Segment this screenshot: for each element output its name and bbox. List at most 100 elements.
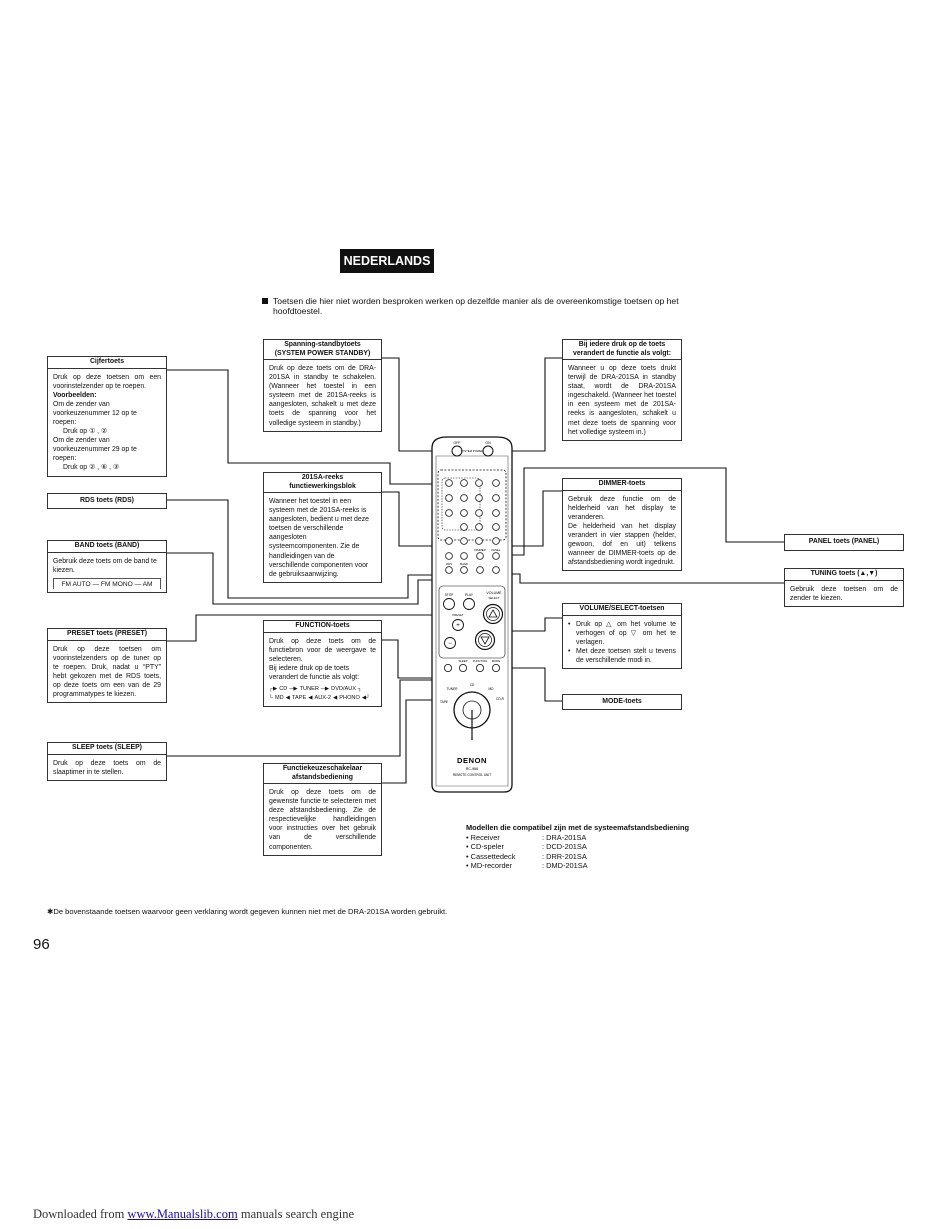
example-2-keys: ② , ⑥ , ③ <box>89 464 120 472</box>
chain-item: TAPE <box>291 694 307 701</box>
page-number: 96 <box>33 936 50 953</box>
svg-text:−: − <box>448 641 452 647</box>
volume-item-2: Met deze toetsen stelt u tevens de versc… <box>568 647 676 665</box>
chain-item: CD <box>279 685 288 692</box>
box-body: Gebruik deze toets om de band te kiezen. <box>53 557 157 574</box>
chain-item: TUNER <box>299 685 319 692</box>
language-tag: NEDERLANDS <box>340 249 434 273</box>
box-body: Wanneer u op deze toets drukt terwijl de… <box>568 365 676 436</box>
line-panel <box>498 467 784 556</box>
chain-item: PHONO <box>339 694 360 701</box>
box-title: PRESET toets (PRESET) <box>48 629 166 641</box>
svg-text:MD: MD <box>489 687 495 691</box>
box-body: Druk op deze toets om de gewenste functi… <box>269 789 376 851</box>
box-spanning-standbytoets: Spanning-standbytoets(SYSTEM POWER STAND… <box>263 339 382 432</box>
box-title: FUNCTION-toets <box>264 621 381 633</box>
box-title: TUNING toets (▲,▼) <box>785 569 903 581</box>
box-dimmer-toets: DIMMER-toets Gebruik deze functie om de … <box>562 478 682 572</box>
box-cijfertoets: Cijfertoets Druk op deze toetsen om een … <box>47 356 167 477</box>
box-body: Druk op deze toets om de slaaptimer in t… <box>53 759 161 776</box>
line-keuze <box>381 699 454 784</box>
manualslib-link[interactable]: www.Manualslib.com <box>127 1207 238 1221</box>
box-title: Functiekeuzeschakelaar <box>282 765 363 772</box>
chain-item: DVD/AUX <box>331 685 357 692</box>
svg-text:STOP: STOP <box>445 593 454 597</box>
svg-text:TUNER: TUNER <box>447 687 459 691</box>
example-2-press: Druk op <box>63 464 88 472</box>
examples-label: Voorbeelden: <box>53 391 97 399</box>
example-1-press: Druk op <box>63 428 88 436</box>
line-spanning <box>381 357 456 452</box>
svg-text:DENON: DENON <box>457 756 487 765</box>
box-subtitle: afstandsbediening <box>292 773 353 781</box>
box-band-toets: BAND toets (BAND) Gebruik deze toets om … <box>47 540 167 593</box>
svg-text:CD-R: CD-R <box>496 697 505 701</box>
example-1-intro: Om de zender van voorkeuzenummer 12 op t… <box>53 400 137 426</box>
box-tuning-toets: TUNING toets (▲,▼) Gebruik deze toetsen … <box>784 568 904 607</box>
box-body: Gebruik deze toetsen om de zender te kie… <box>790 585 898 602</box>
box-body-2: Bij iedere druk op de toets verandert de… <box>269 664 360 681</box>
svg-text:PANEL: PANEL <box>492 548 501 552</box>
box-title: VOLUME/SELECT-toetsen <box>563 604 681 616</box>
model-row: • MD-recorder: DMD-201SA <box>466 861 588 871</box>
svg-text:RC-968: RC-968 <box>466 767 478 771</box>
box-title: Bij iedere druk op de toets <box>578 341 666 348</box>
svg-text:SLEEP: SLEEP <box>458 659 467 663</box>
box-volume-select: VOLUME/SELECT-toetsen Druk op △ om het v… <box>562 603 682 669</box>
box-panel-toets: PANEL toets (PANEL) <box>784 534 904 551</box>
svg-text:VOLUME: VOLUME <box>486 591 502 595</box>
line-reeks <box>381 491 436 547</box>
box-title: Cijfertoets <box>48 357 166 369</box>
box-body: Druk op deze toetsen om een voorinstelze… <box>53 373 161 390</box>
box-rds-toets: RDS toets (RDS) <box>47 493 167 509</box>
svg-text:CD: CD <box>470 683 475 687</box>
remote-control: OFF ON SYSTEM POWER DIMMER PANEL RDS BAN… <box>431 436 513 793</box>
box-preset-toets: PRESET toets (PRESET) Druk op deze toets… <box>47 628 167 704</box>
svg-text:BAND: BAND <box>460 562 468 566</box>
box-subtitle: (SYSTEM POWER STANDBY) <box>274 349 371 357</box>
box-body: Druk op deze toetsen om voorinstelzender… <box>53 645 161 698</box>
svg-text:RDS: RDS <box>446 562 452 566</box>
chain-item: MD <box>274 694 284 701</box>
svg-text:OFF: OFF <box>454 441 461 445</box>
band-cycle: FM AUTO — FM MONO — AM <box>53 577 161 589</box>
function-cycle: ┌▶CD─▶ TUNER─▶ DVD/AUX┐ └MD◀ TAPE◀ AUX-2… <box>269 685 371 701</box>
line-bij <box>488 357 562 452</box>
box-title: Spanning-standbytoets <box>284 341 361 348</box>
box-body-1: Gebruik deze functie om de helderheid va… <box>568 495 676 521</box>
svg-text:TAPE: TAPE <box>440 700 448 704</box>
example-2-intro: Om de zender van voorkeuzenummer 29 op t… <box>53 437 137 463</box>
box-title: SLEEP toets (SLEEP) <box>48 743 166 755</box>
box-body: Wanneer het toestel in een systeem met d… <box>269 498 369 578</box>
line-dimmer <box>486 490 562 547</box>
example-1-keys: ① , ② <box>89 428 108 436</box>
models-title: Modellen die compatibel zijn met de syst… <box>466 823 690 832</box>
svg-text:+: + <box>456 623 460 629</box>
line-tuning <box>497 573 784 584</box>
box-function-toets: FUNCTION-toets Druk op deze toets om de … <box>263 620 382 707</box>
svg-text:ON: ON <box>485 441 491 445</box>
svg-text:DIMMER: DIMMER <box>474 548 485 552</box>
download-suffix: manuals search engine <box>240 1207 354 1221</box>
svg-text:MODE: MODE <box>492 659 501 663</box>
line-mode <box>500 667 562 702</box>
box-sleep-toets: SLEEP toets (SLEEP) Druk op deze toets o… <box>47 742 167 781</box>
svg-text:PRESET: PRESET <box>452 613 463 617</box>
svg-text:SELECT: SELECT <box>489 596 500 600</box>
line-band <box>166 552 462 605</box>
box-subtitle: functiewerkingsblok <box>289 482 356 490</box>
line-cijfer <box>166 369 436 485</box>
svg-text:FUNCTION: FUNCTION <box>473 659 487 663</box>
box-title: BAND toets (BAND) <box>48 541 166 553</box>
box-mode-toets: MODE-toets <box>562 694 682 710</box>
intro-note: Toetsen die hier niet worden besproken w… <box>262 296 698 316</box>
download-prefix: Downloaded from <box>33 1207 125 1221</box>
volume-item-1: Druk op △ om het volume te verhogen of o… <box>568 620 676 647</box>
line-rds <box>166 499 445 599</box>
box-title: DIMMER-toets <box>563 479 681 491</box>
svg-text:SYSTEM POWER: SYSTEM POWER <box>461 449 484 453</box>
footnote: ✱De bovenstaande toetsen waarvoor geen v… <box>47 907 448 916</box>
